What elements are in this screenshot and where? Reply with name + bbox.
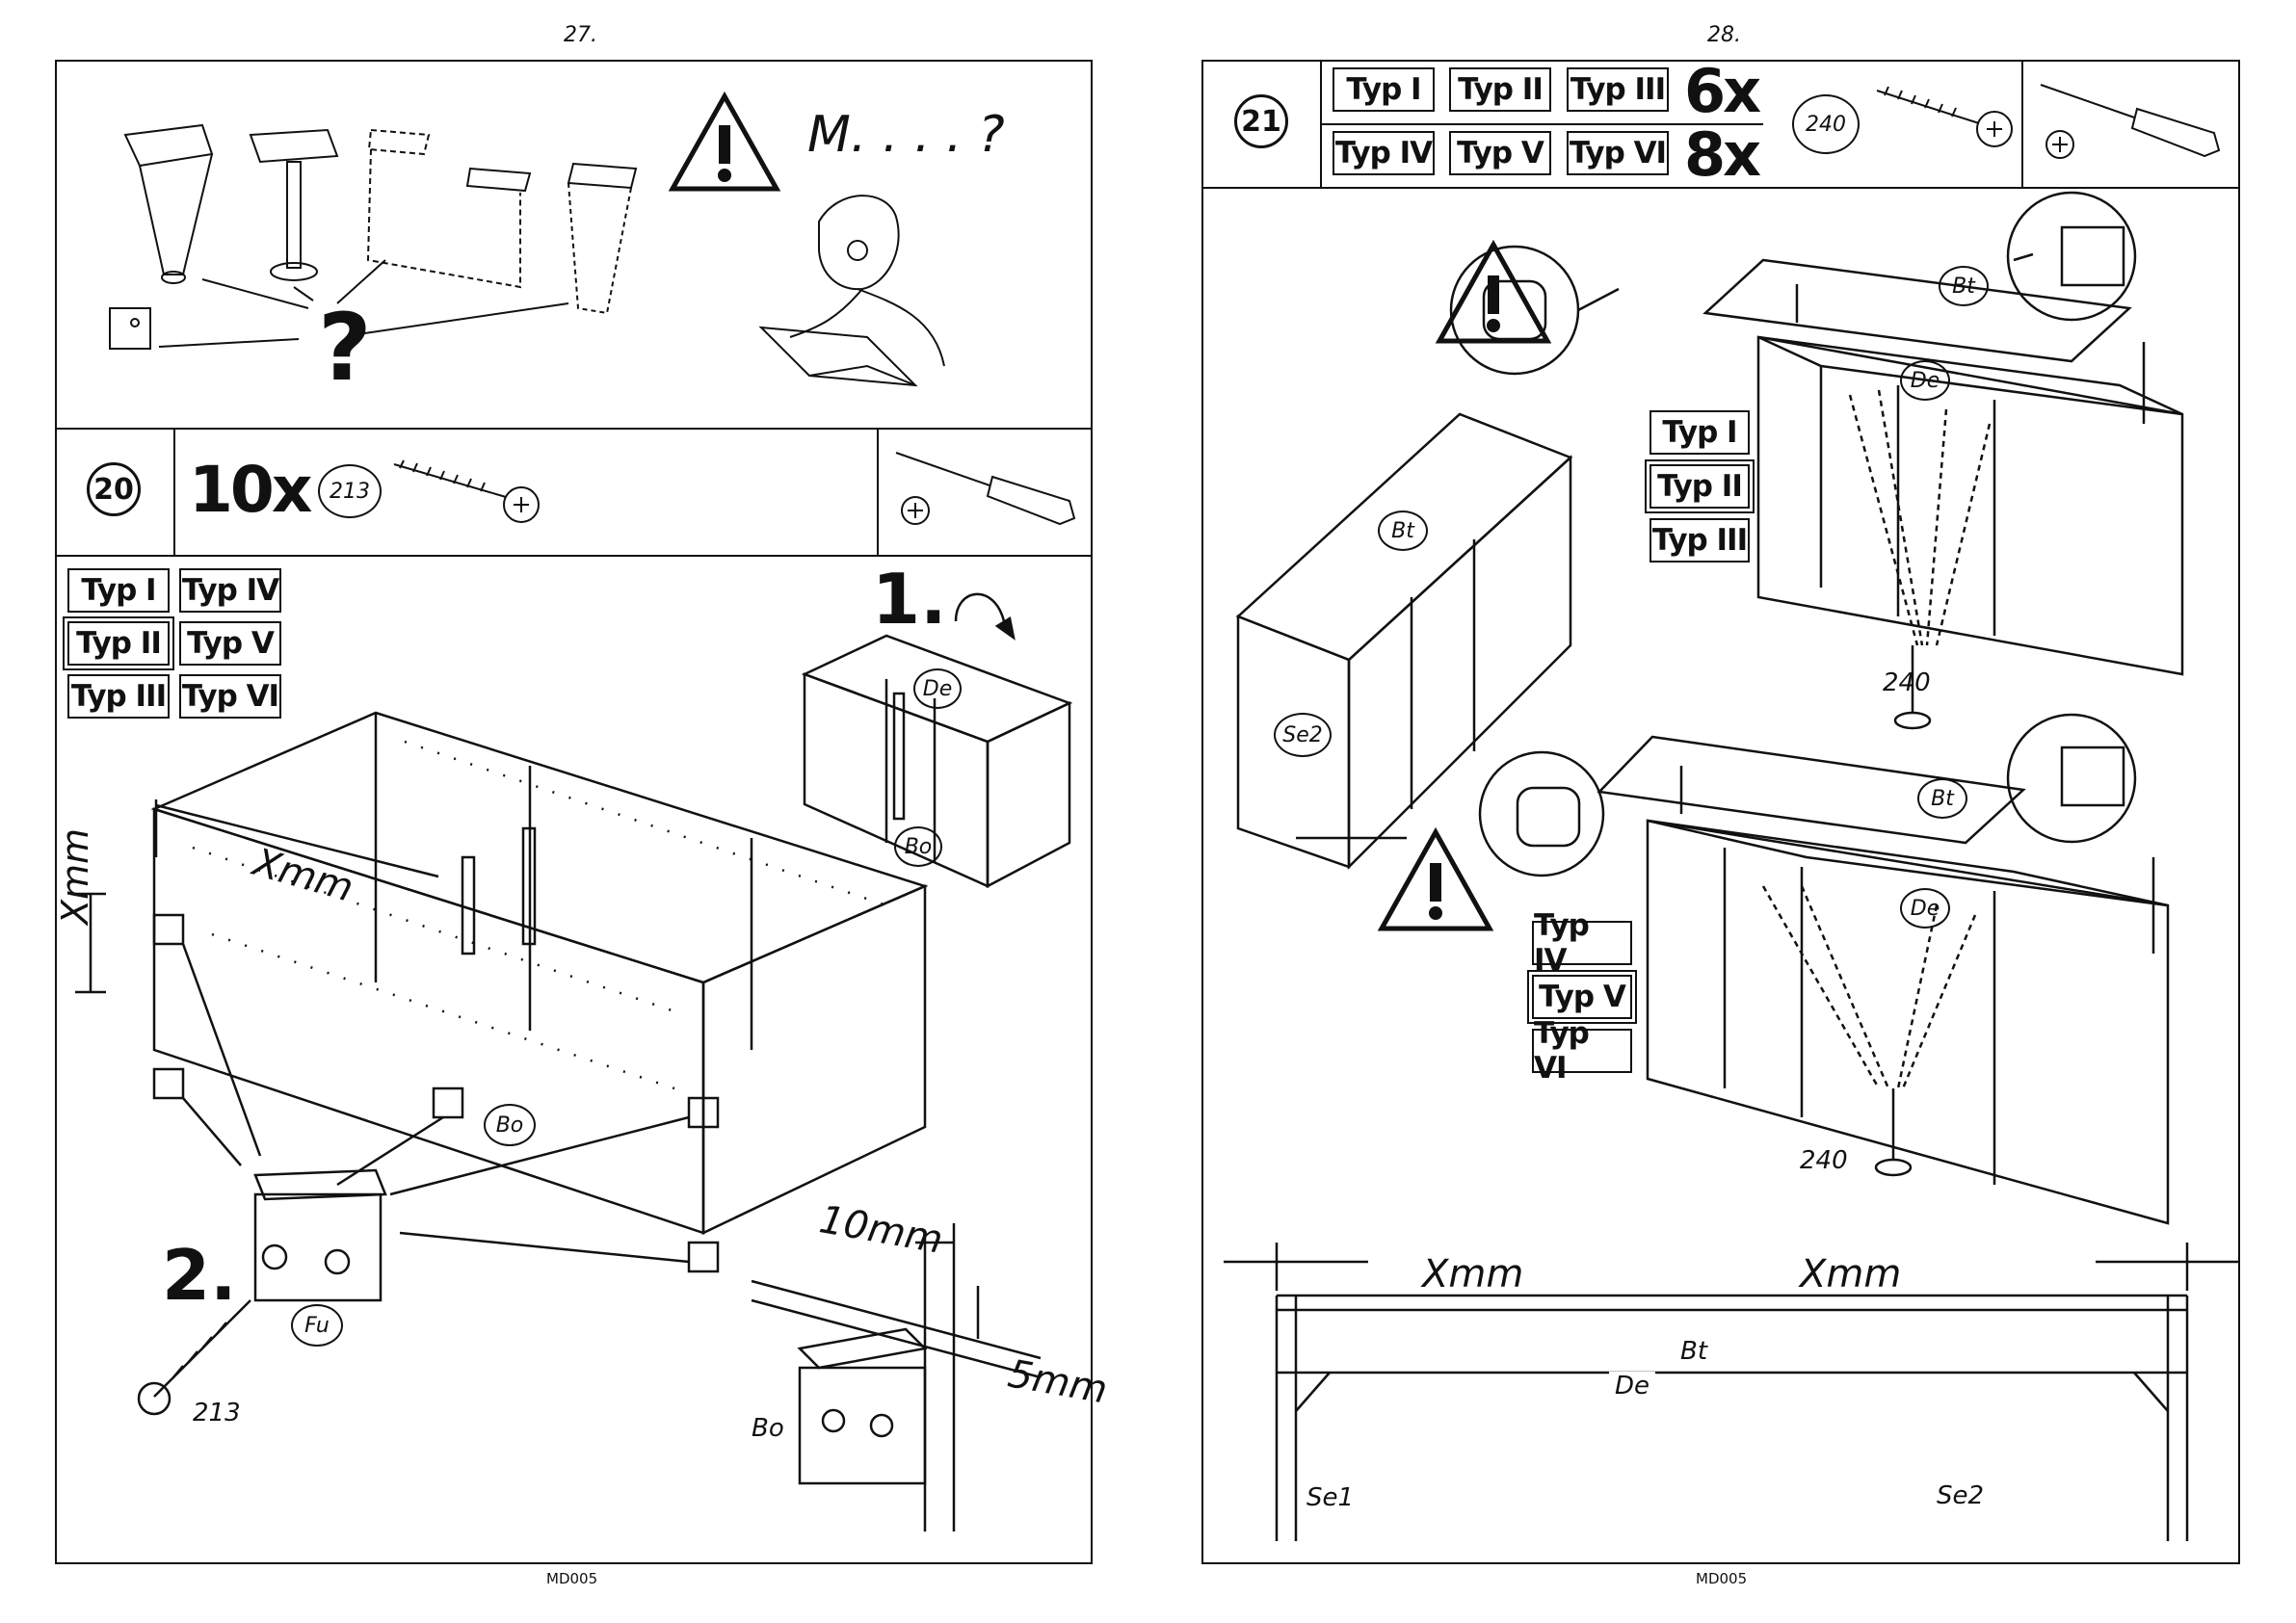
left-page-footer: MD005: [546, 1570, 597, 1587]
step21-type-iii[interactable]: Typ III: [1567, 67, 1669, 112]
label-de-lower: De: [1900, 888, 1950, 929]
right-page-number: 28.: [1707, 23, 1741, 47]
step21-type-iv[interactable]: Typ IV: [1333, 131, 1435, 175]
step20-quantity: 10x: [189, 453, 309, 527]
dim-xmm-left: Xmm: [1422, 1252, 1523, 1296]
leg-options-illustration: [96, 116, 655, 405]
dim-xmm-right: Xmm: [1800, 1252, 1901, 1296]
dim-xmm-vertical: Xmm: [54, 828, 96, 925]
warning-triangle-icon: [669, 92, 780, 193]
reading-person-illustration: [752, 183, 1021, 405]
step21-type-v[interactable]: Typ V: [1449, 131, 1551, 175]
label-fu: Fu: [291, 1304, 343, 1347]
step20-tool-divider: [877, 428, 879, 555]
step20-number-divider: [173, 428, 175, 555]
left-divider-2: [55, 555, 1093, 557]
step21-part-number: 240: [1792, 94, 1860, 154]
label-screw-213: 213: [193, 1399, 241, 1427]
step20-substep-2: 2.: [162, 1235, 236, 1316]
screwdriver-icon: [886, 443, 1089, 539]
section-label-bt: Bt: [1675, 1337, 1713, 1366]
left-page-number: 27.: [564, 23, 597, 47]
label-bt-upper: Bt: [1939, 266, 1989, 306]
step21-group-a-type-iii[interactable]: Typ III: [1649, 518, 1750, 563]
zoom-circle-lower-left: [1474, 751, 1619, 896]
right-page-footer: MD005: [1696, 1570, 1747, 1587]
left-divider-1: [55, 428, 1093, 430]
step20-part-number: 213: [318, 464, 382, 518]
label-bt-lower: Bt: [1917, 778, 1967, 819]
step21-group-a-type-i[interactable]: Typ I: [1649, 410, 1750, 455]
step20-badge: 20: [87, 462, 141, 516]
label-screw-240-upper: 240: [1883, 668, 1931, 697]
step21-quantity-row2: 8x: [1684, 119, 1758, 190]
label-se2-cabinet: Se2: [1274, 713, 1332, 757]
section-label-se1: Se1: [1306, 1483, 1354, 1512]
screw-icon: [1873, 85, 2018, 162]
label-de-small: De: [913, 668, 962, 709]
step21-tool-divider: [2021, 60, 2023, 187]
label-bo-large: Bo: [484, 1104, 536, 1146]
step20-substep-1: 1.: [872, 559, 946, 640]
label-bo-detail: Bo: [752, 1414, 784, 1443]
screwdriver-icon: [2031, 75, 2233, 171]
step21-group-b-type-vi[interactable]: Typ VI: [1532, 1029, 1632, 1073]
step21-group-a-type-ii[interactable]: Typ II: [1649, 464, 1750, 509]
step21-group-b-type-iv[interactable]: Typ IV: [1532, 921, 1632, 965]
section-label-se2: Se2: [1937, 1481, 1984, 1510]
step21-group-b-type-v[interactable]: Typ V: [1532, 975, 1632, 1019]
question-mark-glyph: ?: [318, 294, 372, 402]
step21-type-vi[interactable]: Typ VI: [1567, 131, 1669, 175]
step21-badge: 21: [1234, 94, 1288, 148]
step21-type-i[interactable]: Typ I: [1333, 67, 1435, 112]
label-bt-cabinet: Bt: [1378, 510, 1428, 551]
read-manual-question: M. . . . ?: [807, 106, 1005, 164]
section-label-de: De: [1609, 1372, 1655, 1400]
step21-type-ii[interactable]: Typ II: [1449, 67, 1551, 112]
screw-icon: [390, 458, 544, 536]
label-screw-240-lower: 240: [1800, 1146, 1848, 1175]
step21-quantity-row1: 6x: [1684, 56, 1758, 126]
label-bo-small: Bo: [894, 826, 942, 867]
label-de-upper: De: [1900, 360, 1950, 401]
